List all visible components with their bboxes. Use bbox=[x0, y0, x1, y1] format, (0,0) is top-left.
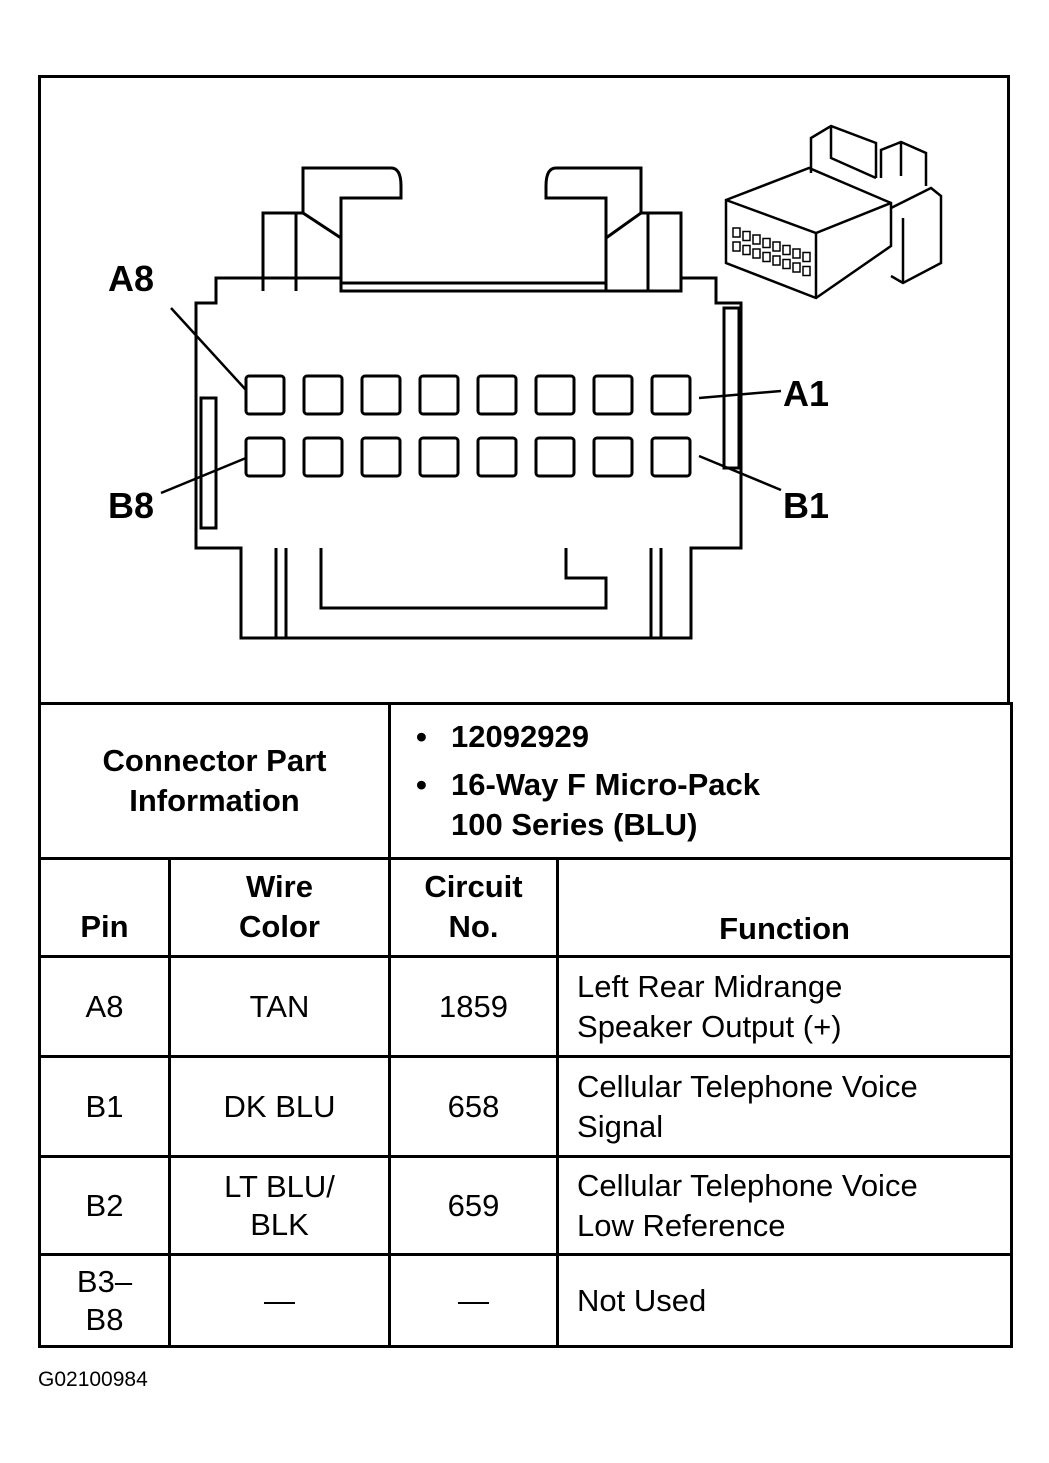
header-pin: Pin bbox=[38, 857, 171, 958]
part-info-label: Connector Part Information bbox=[37, 702, 392, 860]
iso-pin-cavity bbox=[752, 234, 761, 245]
cell-function: Cellular Telephone Voice Low Reference bbox=[556, 1155, 1014, 1256]
pin-cavity bbox=[302, 374, 344, 416]
pin-cavity-grid bbox=[244, 374, 692, 478]
cell-circuit: 1859 bbox=[388, 955, 560, 1058]
cell-pin: A8 bbox=[38, 955, 171, 1058]
table-row: B2 LT BLU/ BLK 659 Cellular Telephone Vo… bbox=[38, 1155, 1014, 1256]
iso-pin-cavity bbox=[792, 248, 801, 259]
header-function: Function bbox=[556, 857, 1014, 958]
part-number-item: • 12092929 bbox=[416, 717, 1010, 757]
iso-pin-cavity bbox=[802, 251, 811, 263]
connector-face-diagram: A8 A1 B8 B1 bbox=[108, 124, 943, 640]
pin-cavity bbox=[244, 374, 286, 416]
pin-cavity bbox=[360, 374, 402, 416]
iso-pin-cavity bbox=[782, 258, 791, 270]
header-wire-color: Wire Color bbox=[167, 857, 392, 958]
iso-pin-cavity bbox=[742, 230, 751, 242]
connector-diagram-frame: A8 A1 B8 B1 bbox=[38, 75, 1010, 705]
leader-b1 bbox=[698, 454, 782, 492]
cell-function: Left Rear Midrange Speaker Output (+) bbox=[556, 955, 1014, 1058]
left-latch bbox=[261, 166, 403, 291]
label-b1: B1 bbox=[783, 485, 829, 526]
cell-function: Not Used bbox=[556, 1253, 1014, 1348]
pin-cavity bbox=[418, 374, 460, 416]
pin-cavity bbox=[302, 436, 344, 478]
cell-circuit: 658 bbox=[388, 1055, 560, 1158]
cell-pin: B1 bbox=[38, 1055, 171, 1158]
iso-pin-cavity bbox=[802, 265, 811, 277]
part-info-list: • 12092929 • 16-Way F Micro-Pack 100 Serie… bbox=[388, 702, 1014, 860]
leader-a1 bbox=[698, 389, 782, 400]
cell-circuit: 659 bbox=[388, 1155, 560, 1256]
cell-wire-color: TAN bbox=[167, 955, 392, 1058]
iso-pin-cavity bbox=[792, 262, 801, 273]
connector-body-outline bbox=[194, 276, 743, 640]
part-number: 12092929 bbox=[451, 719, 589, 754]
bullet-icon: • bbox=[416, 767, 427, 802]
part-info-label-text: Connector Part Information bbox=[102, 743, 327, 818]
iso-pin-cavity bbox=[762, 251, 771, 263]
pin-cavity bbox=[418, 436, 460, 478]
right-latch bbox=[544, 166, 683, 291]
pin-cavity bbox=[360, 436, 402, 478]
pin-cavity bbox=[650, 374, 692, 416]
pin-cavity bbox=[534, 436, 576, 478]
label-a8: A8 bbox=[108, 258, 154, 299]
iso-pin-cavity bbox=[752, 248, 761, 259]
part-info-row: Connector Part Information • 12092929 • 16… bbox=[37, 702, 1014, 860]
pin-cavity bbox=[592, 374, 634, 416]
leader-a8 bbox=[170, 307, 247, 391]
header-circuit-no: Circuit No. bbox=[388, 857, 560, 958]
pin-cavity bbox=[592, 436, 634, 478]
connector-iso-illustration bbox=[724, 124, 943, 300]
iso-pin-cavity bbox=[772, 241, 781, 252]
leader-b8 bbox=[160, 456, 247, 495]
cell-function: Cellular Telephone Voice Signal bbox=[556, 1055, 1014, 1158]
table-row: A8 TAN 1859 Left Rear Midrange Speaker O… bbox=[38, 955, 1014, 1058]
pin-cavity bbox=[534, 374, 576, 416]
bullet-icon: • bbox=[416, 719, 427, 754]
iso-pin-cavity bbox=[742, 244, 751, 256]
label-b8: B8 bbox=[108, 485, 154, 526]
connector-type-item: • 16-Way F Micro-Pack 100 Series (BLU) bbox=[416, 765, 1010, 845]
pin-cavity bbox=[476, 436, 518, 478]
figure-id: G02100984 bbox=[38, 1368, 148, 1391]
label-a1: A1 bbox=[783, 373, 829, 414]
iso-pin-cavity bbox=[772, 255, 781, 266]
cell-pin: B3– B8 bbox=[38, 1253, 171, 1348]
connector-type: 16-Way F Micro-Pack 100 Series (BLU) bbox=[451, 767, 760, 842]
cell-pin: B2 bbox=[38, 1155, 171, 1256]
pin-cavity bbox=[476, 374, 518, 416]
iso-pin-cavity bbox=[732, 227, 741, 238]
cell-circuit: — bbox=[388, 1253, 560, 1348]
table-row: B1 DK BLU 658 Cellular Telephone Voice S… bbox=[38, 1055, 1014, 1158]
pin-cavity bbox=[650, 436, 692, 478]
iso-pin-cavity bbox=[782, 244, 791, 256]
table-row: B3– B8 — — Not Used bbox=[38, 1253, 1014, 1348]
header-row: Pin Wire Color Circuit No. Function bbox=[38, 857, 1014, 958]
iso-pin-cavity bbox=[732, 241, 741, 252]
iso-pin-cavity bbox=[762, 237, 771, 249]
pin-cavity bbox=[244, 436, 286, 478]
cell-wire-color: DK BLU bbox=[167, 1055, 392, 1158]
cell-wire-color: LT BLU/ BLK bbox=[167, 1155, 392, 1256]
cell-wire-color: — bbox=[167, 1253, 392, 1348]
connector-info-table: Connector Part Information • 12092929 • 16… bbox=[37, 702, 1014, 1348]
